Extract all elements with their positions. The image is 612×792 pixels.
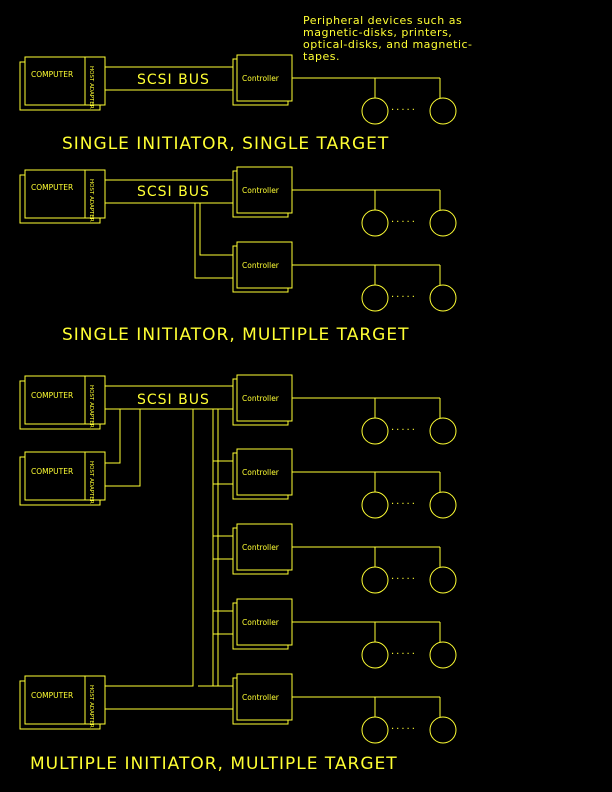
- device-icon: [361, 566, 389, 594]
- controller-unit-4: Controller: [232, 374, 293, 426]
- device-pair-2: ·····: [361, 209, 457, 237]
- device-pair-4: ·····: [361, 417, 457, 445]
- device-icon: [429, 716, 457, 744]
- device-gap-dots: ·····: [391, 724, 417, 735]
- section-title-multiple-multiple: MULTIPLE INITIATOR, MULTIPLE TARGET: [30, 754, 398, 774]
- device-gap-dots: ·····: [391, 649, 417, 660]
- device-gap-dots: ·····: [391, 425, 417, 436]
- device-gap-dots: ·····: [391, 105, 417, 116]
- device-icon: [429, 566, 457, 594]
- controller-unit-8: Controller: [232, 673, 293, 725]
- device-icon: [361, 97, 389, 125]
- note-line-3: optical-disks, and magnetic-: [303, 38, 473, 51]
- device-pair-6: ·····: [361, 566, 457, 594]
- scsi-bus-label: SCSI BUS: [137, 184, 210, 200]
- device-icon: [361, 417, 389, 445]
- controller-unit-6: Controller: [232, 523, 293, 575]
- device-pair-1: ·····: [361, 97, 457, 125]
- controller-label: Controller: [242, 186, 280, 195]
- controller-label: Controller: [242, 394, 280, 403]
- device-icon: [429, 491, 457, 519]
- device-icon: [429, 284, 457, 312]
- device-icon: [361, 209, 389, 237]
- device-icon: [429, 97, 457, 125]
- computer-unit-4: COMPUTER HOST ADAPTER: [19, 451, 106, 506]
- computer-label: COMPUTER: [31, 691, 73, 700]
- computer-label: COMPUTER: [31, 183, 73, 192]
- controller-unit-3: Controller: [232, 241, 293, 293]
- host-adapter-label: HOST ADAPTER: [88, 685, 94, 728]
- controller-label: Controller: [242, 618, 280, 627]
- note-line-2: magnetic-disks, printers,: [303, 26, 452, 39]
- device-gap-dots: ·····: [391, 292, 417, 303]
- controller-unit-1: Controller: [232, 54, 293, 106]
- device-icon: [361, 284, 389, 312]
- scsi-bus-label: SCSI BUS: [137, 72, 210, 88]
- device-pair-7: ·····: [361, 641, 457, 669]
- device-pair-5: ·····: [361, 491, 457, 519]
- device-pair-3: ·····: [361, 284, 457, 312]
- computer-unit-1: COMPUTER HOST ADAPTER: [19, 56, 106, 111]
- peripheral-devices-note: Peripheral devices such as magnetic-disk…: [303, 14, 473, 63]
- controller-unit-2: Controller: [232, 166, 293, 218]
- connection-lines: [100, 66, 441, 717]
- scsi-bus-label: SCSI BUS: [137, 392, 210, 408]
- host-adapter-label: HOST ADAPTER: [88, 385, 94, 428]
- section-title-single-single: SINGLE INITIATOR, SINGLE TARGET: [62, 134, 389, 154]
- device-icon: [361, 641, 389, 669]
- computer-unit-2: COMPUTER HOST ADAPTER: [19, 169, 106, 224]
- note-line-1: Peripheral devices such as: [303, 14, 462, 27]
- controller-label: Controller: [242, 261, 280, 270]
- controller-unit-5: Controller: [232, 448, 293, 500]
- device-gap-dots: ·····: [391, 499, 417, 510]
- section-title-single-multiple: SINGLE INITIATOR, MULTIPLE TARGET: [62, 325, 409, 345]
- controller-label: Controller: [242, 74, 280, 83]
- device-gap-dots: ·····: [391, 574, 417, 585]
- host-adapter-label: HOST ADAPTER: [88, 461, 94, 504]
- computer-label: COMPUTER: [31, 467, 73, 476]
- device-icon: [361, 716, 389, 744]
- device-icon: [429, 417, 457, 445]
- controller-unit-7: Controller: [232, 598, 293, 650]
- controller-label: Controller: [242, 693, 280, 702]
- host-adapter-label: HOST ADAPTER: [88, 179, 94, 222]
- computer-label: COMPUTER: [31, 70, 73, 79]
- note-line-4: tapes.: [303, 50, 340, 63]
- computer-unit-5: COMPUTER HOST ADAPTER: [19, 675, 106, 730]
- device-gap-dots: ·····: [391, 217, 417, 228]
- computer-unit-3: COMPUTER HOST ADAPTER: [19, 375, 106, 430]
- controller-label: Controller: [242, 468, 280, 477]
- device-pair-8: ·····: [361, 716, 457, 744]
- device-icon: [429, 641, 457, 669]
- device-icon: [429, 209, 457, 237]
- host-adapter-label: HOST ADAPTER: [88, 66, 94, 109]
- computer-label: COMPUTER: [31, 391, 73, 400]
- device-icon: [361, 491, 389, 519]
- controller-label: Controller: [242, 543, 280, 552]
